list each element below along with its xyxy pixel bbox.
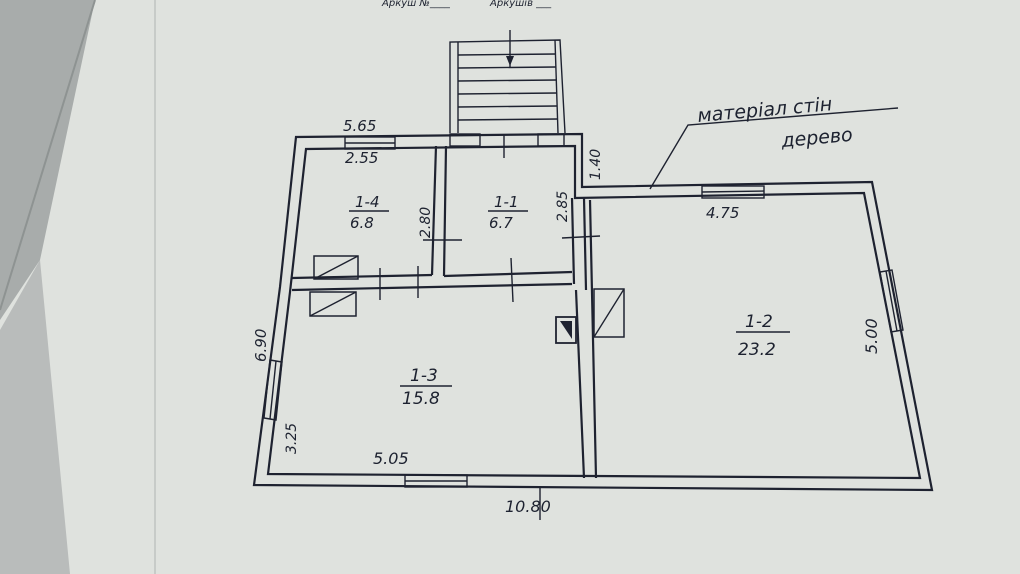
material-leader-line bbox=[649, 107, 899, 190]
dim-porch-offset: 1.40 bbox=[588, 149, 604, 180]
room-1-1-id: 1-1 bbox=[494, 193, 519, 211]
window-left-1-3 bbox=[263, 359, 283, 421]
exterior-walls bbox=[252, 132, 934, 492]
dim-room-1-2-width: 4.75 bbox=[706, 204, 739, 222]
window-top-1-1 bbox=[449, 133, 481, 147]
sheet-header-right: Аркушів ___ bbox=[489, 0, 552, 9]
stove-1-3 bbox=[309, 291, 357, 317]
dim-room-1-4-depth: 2.80 bbox=[418, 207, 434, 238]
dim-room-1-4-width: 2.55 bbox=[345, 149, 378, 167]
room-1-4-area: 6.8 bbox=[350, 214, 374, 232]
entrance-stairs bbox=[449, 30, 566, 134]
page-edge bbox=[0, 0, 96, 311]
dim-room-1-2-depth: 5.00 bbox=[862, 318, 881, 354]
room-1-3-id: 1-3 bbox=[410, 366, 438, 386]
dim-bottom-total: 10.80 bbox=[505, 497, 551, 516]
dim-room-1-3-depth: 3.25 bbox=[284, 423, 300, 454]
window-top-1-1b bbox=[537, 133, 565, 147]
room-1-2-area: 23.2 bbox=[738, 340, 776, 360]
sheet-header-left: Аркуш №____ bbox=[381, 0, 451, 9]
dim-room-1-1-depth: 2.85 bbox=[555, 191, 571, 222]
room-1-4-id: 1-4 bbox=[355, 193, 380, 211]
room-1-2: 1-2 23.2 bbox=[736, 312, 790, 360]
room-1-3: 1-3 15.8 bbox=[400, 366, 452, 409]
room-1-1: 1-1 6.7 bbox=[488, 193, 528, 232]
entry-arrowhead bbox=[506, 56, 514, 66]
stove-1-4 bbox=[313, 255, 359, 280]
stove-1-2 bbox=[593, 288, 625, 338]
room-1-2-id: 1-2 bbox=[745, 312, 773, 332]
dimension-labels: 5.65 2.55 2.80 2.85 1.40 4.75 5.00 6.90 … bbox=[252, 117, 881, 520]
dim-top-left-outer: 5.65 bbox=[343, 117, 376, 135]
doors bbox=[379, 134, 601, 303]
windows bbox=[263, 133, 904, 488]
dim-room-1-3-width: 5.05 bbox=[373, 449, 409, 468]
stoves bbox=[309, 255, 625, 344]
dim-left-total: 6.90 bbox=[252, 329, 270, 362]
room-1-4: 1-4 6.8 bbox=[349, 193, 389, 232]
room-1-1-area: 6.7 bbox=[489, 214, 513, 232]
window-right-1-2 bbox=[879, 269, 904, 333]
room-1-3-area: 15.8 bbox=[402, 389, 440, 409]
interior-walls bbox=[291, 145, 598, 479]
chimney bbox=[555, 316, 577, 344]
